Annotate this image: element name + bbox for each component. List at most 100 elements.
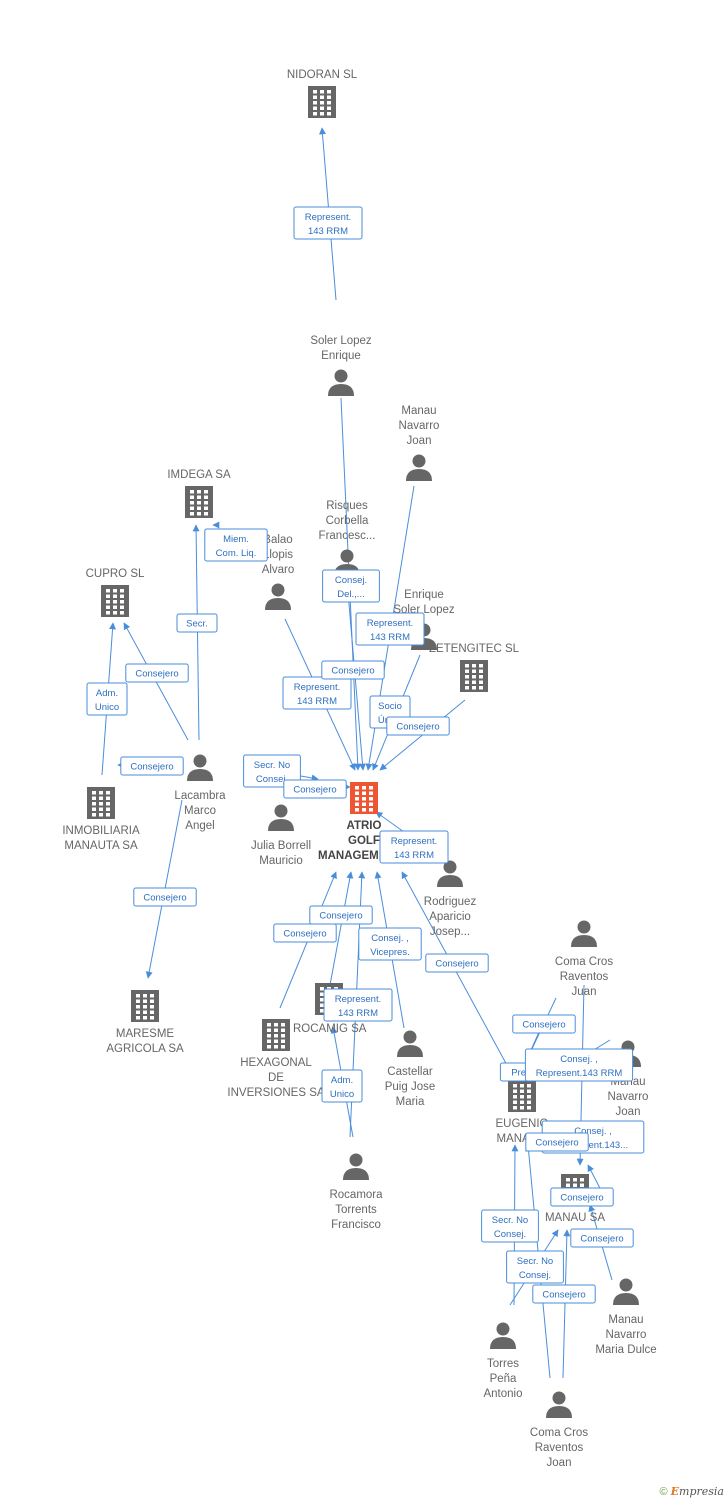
badge-box	[550, 1187, 614, 1207]
node-imdega[interactable]: IMDEGA SA	[167, 469, 231, 518]
badge-label: Consej. ,	[574, 1126, 612, 1137]
relation-badge[interactable]: Represent.143 RRM	[379, 830, 449, 864]
relation-badge[interactable]: Consejero	[273, 923, 337, 943]
node-risques[interactable]: RisquesCorbellaFrancesc...	[319, 500, 376, 576]
relation-badge[interactable]: Consejero	[525, 1132, 589, 1152]
badge-label: Represent.	[305, 212, 351, 223]
relation-badge[interactable]: Consejero	[512, 1014, 576, 1034]
relation-badge[interactable]: Consejero	[133, 887, 197, 907]
relation-badge[interactable]: Represent.143 RRM	[293, 206, 363, 240]
edge-line	[562, 1229, 571, 1379]
node-label: Francisco	[331, 1219, 381, 1231]
node-label: Raventos	[535, 1442, 584, 1454]
badge-label: Represent.	[391, 836, 437, 847]
badge-box	[283, 779, 347, 799]
badge-label: Vicepres.	[370, 947, 409, 958]
badge-label: Consejero	[293, 785, 336, 796]
node-label: INMOBILIARIA	[62, 825, 140, 837]
relation-badge[interactable]: Consejero	[386, 716, 450, 736]
node-cupro[interactable]: CUPRO SL	[86, 568, 145, 617]
node-label: Balao	[263, 534, 292, 546]
node-label: Julia Borrell	[251, 840, 311, 852]
relation-badge[interactable]: Consejero	[120, 756, 184, 776]
node-label: Mauricio	[259, 855, 302, 867]
relation-badge[interactable]: Consejero	[550, 1187, 614, 1207]
relation-badge[interactable]: Consejero	[283, 779, 347, 799]
node-label: Angel	[185, 820, 214, 832]
node-label: HEXAGONAL	[240, 1057, 312, 1069]
badge-label: 143 RRM	[370, 632, 410, 643]
badge-box	[176, 613, 218, 633]
badge-label: Consej. ,	[371, 933, 409, 944]
badge-label: Adm.	[96, 688, 118, 699]
badge-label: Consej.	[494, 1229, 526, 1240]
node-label: Castellar	[387, 1066, 433, 1078]
building-icon	[101, 585, 129, 617]
relation-badge[interactable]: Consejero	[570, 1228, 634, 1248]
relation-badge[interactable]: Represent.143 RRM	[323, 988, 393, 1022]
relation-badge[interactable]: Consejero	[309, 905, 373, 925]
badge-box	[355, 612, 425, 646]
relation-badge[interactable]: Consej. ,Represent.143 RRM	[524, 1048, 634, 1082]
badge-label: Consejero	[560, 1193, 603, 1204]
person-icon	[613, 1278, 639, 1305]
relation-badge[interactable]: Consejero	[532, 1284, 596, 1304]
badge-label: Consej.	[256, 774, 288, 785]
node-label: Joan	[616, 1106, 641, 1118]
node-label: MARESME	[116, 1028, 174, 1040]
building-icon	[262, 1019, 290, 1051]
node-label: Maria Dulce	[595, 1344, 656, 1356]
badge-label: Secr.	[186, 619, 208, 630]
node-label: Puig Jose	[385, 1081, 436, 1093]
node-label: Rocamora	[329, 1189, 383, 1201]
badge-box	[321, 660, 385, 680]
node-maresme[interactable]: MARESME AGRICOLA SA	[106, 990, 184, 1055]
node-zetengitec[interactable]: ZETENGITEC SL	[429, 643, 520, 692]
node-label: Coma Cros	[530, 1427, 588, 1439]
node-label: Lacambra	[174, 790, 226, 802]
badge-label: Consejero	[283, 929, 326, 940]
node-label: Joan	[547, 1457, 572, 1469]
relation-badge[interactable]: Adm.Unico	[86, 682, 128, 716]
relation-badge[interactable]: Represent.143 RRM	[282, 676, 352, 710]
badge-box	[386, 716, 450, 736]
person-icon	[571, 920, 597, 947]
node-label: DE	[268, 1072, 284, 1084]
relation-badge[interactable]: Consejero	[321, 660, 385, 680]
footer-brand[interactable]: © Empresia	[659, 1485, 724, 1498]
relation-badge[interactable]: Represent.143 RRM	[355, 612, 425, 646]
node-rodriguez[interactable]: RodriguezAparicioJosep...	[424, 860, 477, 939]
relation-badge[interactable]: Consej. , Vicepres.	[358, 927, 422, 961]
relation-badge[interactable]: Consej.Del.,...	[322, 569, 380, 603]
relation-badge[interactable]: Consejero	[425, 953, 489, 973]
node-label: AGRICOLA SA	[106, 1043, 184, 1055]
relation-badge[interactable]: Miem.Com. Liq.	[204, 528, 268, 562]
badge-label: Consejero	[143, 893, 186, 904]
person-icon	[343, 1153, 369, 1180]
node-label: Navarro	[608, 1091, 649, 1103]
badge-label: Consejero	[435, 959, 478, 970]
relation-badge[interactable]: Consejero	[125, 663, 189, 683]
building-icon	[308, 86, 336, 118]
node-nidoran[interactable]: NIDORAN SL	[287, 69, 358, 118]
relation-badge[interactable]: Secr.	[176, 613, 218, 633]
person-icon	[437, 860, 463, 887]
relation-badge[interactable]: Adm.Unico	[321, 1069, 363, 1103]
